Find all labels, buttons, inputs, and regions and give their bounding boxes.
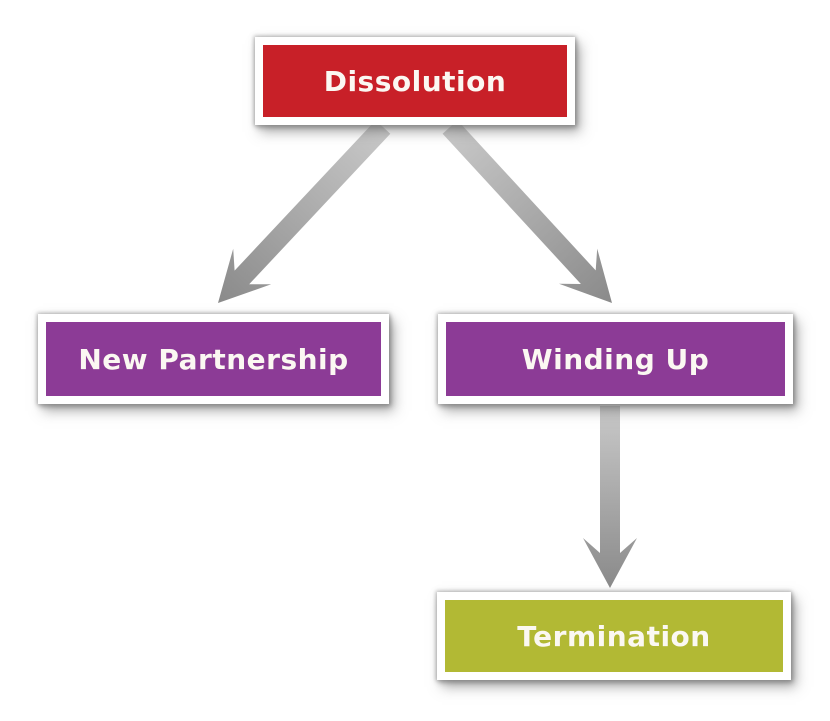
node-termination: Termination: [437, 592, 791, 680]
arrow-winding-up-to-termination: [583, 406, 637, 588]
node-new-partnership-label: New Partnership: [78, 342, 349, 376]
node-winding-up-label: Winding Up: [521, 342, 710, 376]
node-termination-label: Termination: [517, 619, 711, 653]
arrow-dissolution-to-new-partnership: [218, 120, 391, 303]
node-winding-up: Winding Up: [438, 314, 793, 404]
node-dissolution: Dissolution: [255, 37, 575, 125]
node-new-partnership: New Partnership: [38, 314, 389, 404]
arrow-dissolution-to-winding-up: [442, 120, 612, 303]
node-dissolution-label: Dissolution: [323, 64, 507, 98]
